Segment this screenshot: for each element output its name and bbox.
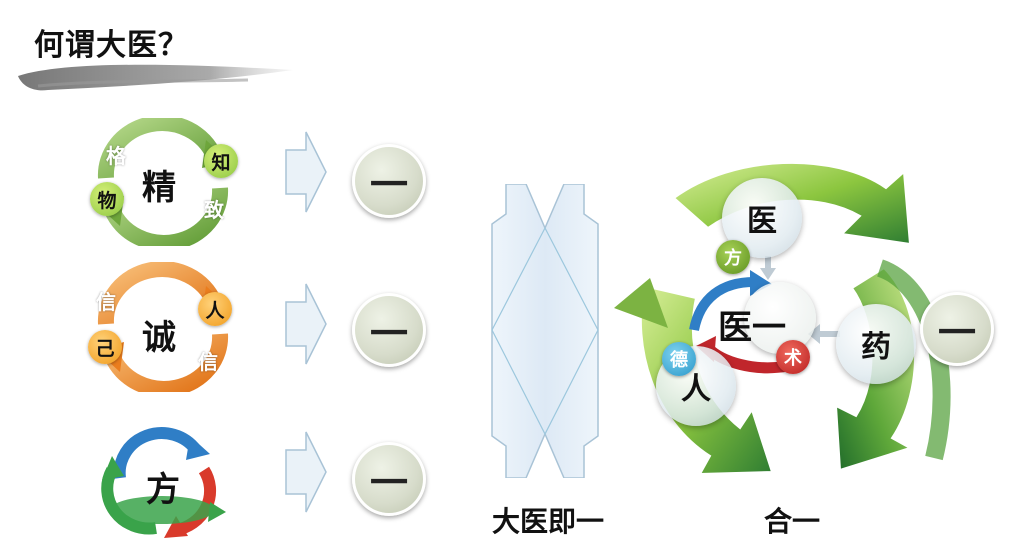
row2-result-circle: 一 [352, 293, 426, 367]
cheng-center-char: 诚 [142, 318, 176, 358]
jing-label-zhi2: 致 [204, 198, 224, 222]
middle-label: 大医即一 [492, 505, 605, 538]
cheng-label-xin2: 信 [198, 350, 218, 374]
jing-dot-zhi: 知 [204, 144, 238, 178]
page-title: 何谓大医？ [34, 28, 189, 63]
arrow-right-icon [285, 431, 327, 513]
brush-stroke-decoration [18, 64, 293, 91]
fang-center-char: 方 [146, 470, 180, 510]
arrow-right-icon [285, 283, 327, 365]
arrow-right-icon [285, 131, 327, 213]
jing-center-char: 精 [142, 168, 176, 208]
merged-yi-label: 医一 [718, 308, 786, 348]
row3-result-circle: 一 [352, 442, 426, 516]
right-result-circle: 一 [920, 292, 994, 366]
merge-hourglass-shape [491, 184, 599, 478]
cheng-dot-ji: 己 [88, 330, 122, 364]
tag-fang: 方 [716, 240, 750, 274]
row1-result-circle: 一 [352, 144, 426, 218]
node-yi-center [744, 282, 816, 354]
fang-cycle-diagram [101, 427, 226, 538]
jing-dot-wu: 物 [90, 182, 124, 216]
tag-de: 德 [662, 342, 696, 376]
tag-shu: 术 [776, 340, 810, 374]
cheng-label-xin: 信 [96, 290, 116, 314]
jing-label-ge: 格 [106, 144, 126, 168]
node-yao-right: 药 [836, 304, 916, 384]
right-label: 合一 [764, 505, 821, 538]
cheng-dot-ren: 人 [198, 292, 232, 326]
